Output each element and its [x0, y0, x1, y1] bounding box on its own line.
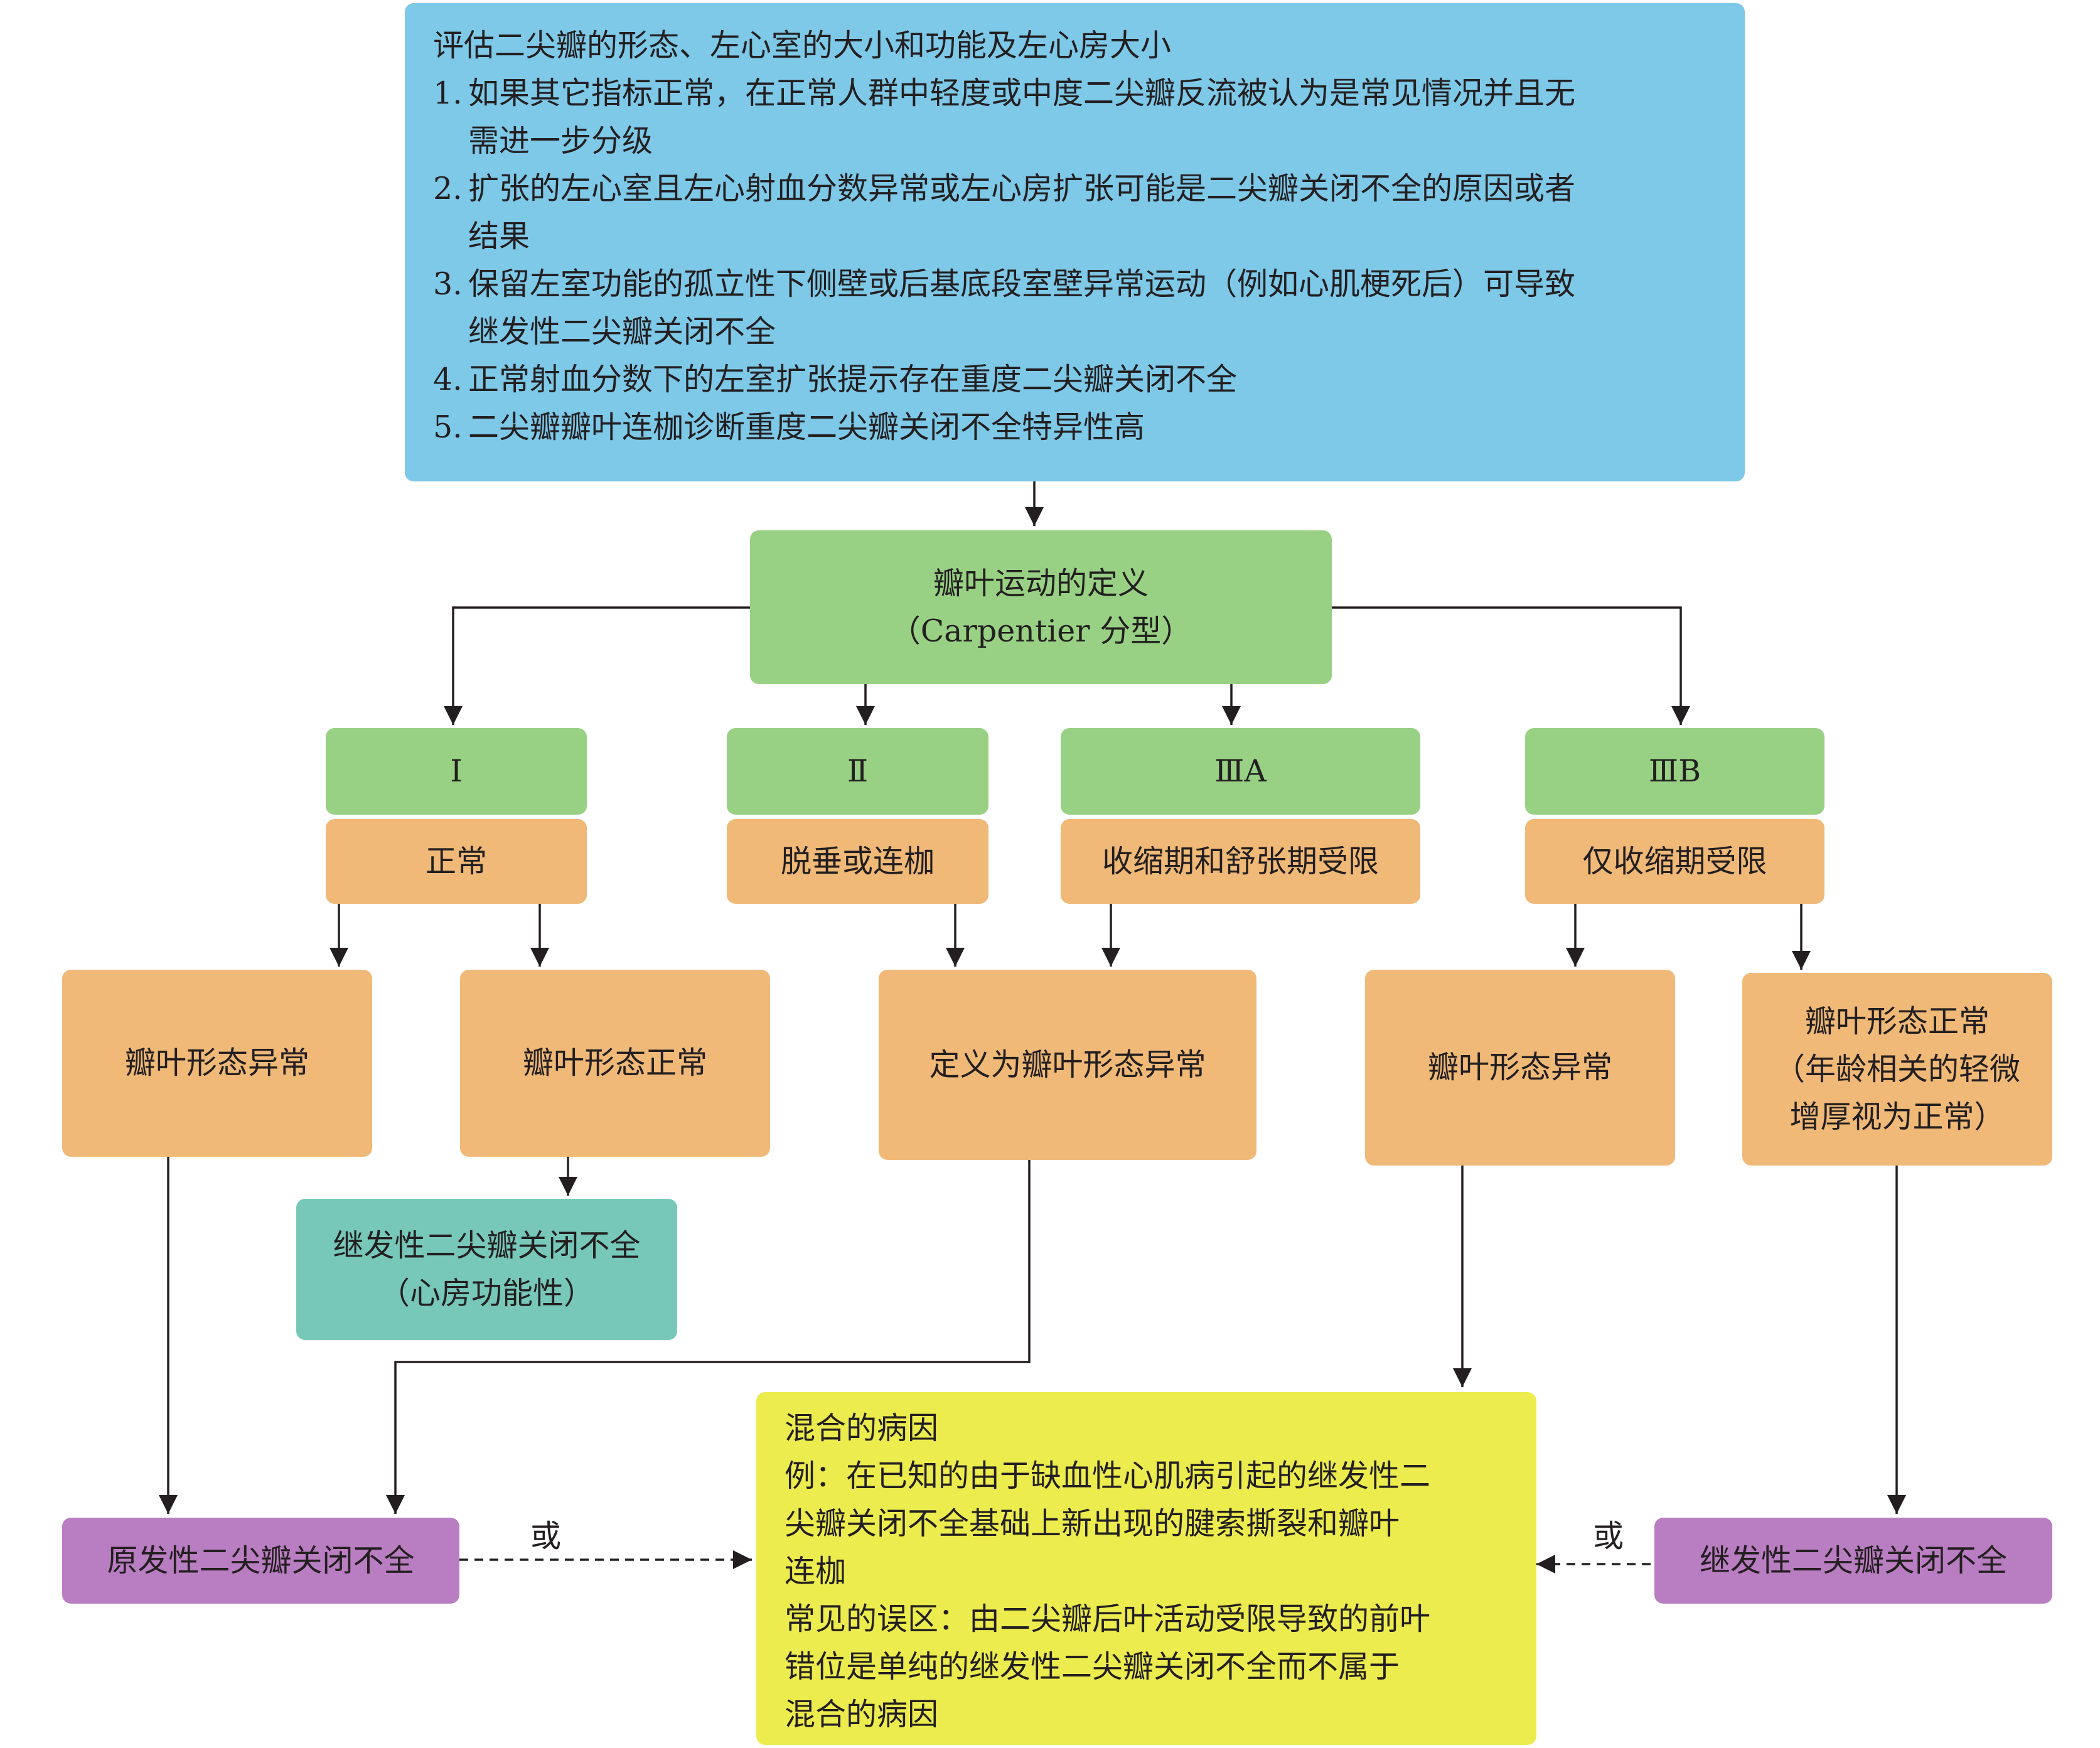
assessment-item: 3.保留左室功能的孤立性下侧壁或后基底段室壁异常运动（例如心肌梗死后）可导致 [433, 266, 1576, 302]
assessment-box: 评估二尖瓣的形态、左心室的大小和功能及左心房大小 1.如果其它指标正常，在正常人… [405, 3, 1745, 481]
assessment-title: 评估二尖瓣的形态、左心室的大小和功能及左心房大小 [433, 28, 1172, 63]
type-ii-desc: 脱垂或连枷 [727, 819, 988, 904]
mixed-etiology-box: 混合的病因 例：在已知的由于缺血性心肌病引起的继发性二 尖瓣关闭不全基础上新出现… [756, 1392, 1536, 1745]
type-iiib-abnormal-box: 瓣叶形态异常 [1365, 970, 1675, 1166]
definition-title: 瓣叶运动的定义 [933, 565, 1149, 601]
or-label-right: 或 [1593, 1518, 1624, 1554]
type-i-normal-box: 瓣叶形态正常 [460, 970, 770, 1157]
type-iiia-label: ⅢA [1061, 728, 1420, 815]
assessment-item-continued: 需进一步分级 [468, 123, 653, 159]
primary-mr-box: 原发性二尖瓣关闭不全 [62, 1518, 459, 1604]
assessment-item: 1.如果其它指标正常，在正常人群中轻度或中度二尖瓣反流被认为是常见情况并且无 [433, 75, 1576, 111]
definition-box: 瓣叶运动的定义 （Carpentier 分型） [750, 530, 1332, 684]
assessment-item-continued: 结果 [468, 218, 530, 254]
or-label-left: 或 [530, 1518, 562, 1554]
type-i-desc: 正常 [326, 819, 587, 904]
assessment-item: 2.扩张的左心室且左心射血分数异常或左心房扩张可能是二尖瓣关闭不全的原因或者 [433, 171, 1576, 206]
type-ii-label: Ⅱ [727, 728, 988, 815]
definition-subtitle: （Carpentier 分型） [889, 613, 1192, 649]
type-ii-iiia-abnormal-box: 定义为瓣叶形态异常 [879, 970, 1256, 1160]
secondary-mr-box: 继发性二尖瓣关闭不全 [1654, 1518, 2052, 1604]
assessment-item: 5.二尖瓣瓣叶连枷诊断重度二尖瓣关闭不全特异性高 [433, 409, 1145, 445]
assessment-item: 4.正常射血分数下的左室扩张提示存在重度二尖瓣关闭不全 [433, 362, 1238, 397]
type-iiib-normal-box: 瓣叶形态正常 （年龄相关的轻微 增厚视为正常） [1742, 973, 2052, 1166]
type-i-label: Ⅰ [326, 728, 587, 815]
assessment-item-continued: 继发性二尖瓣关闭不全 [468, 314, 776, 350]
type-iiib-desc: 仅收缩期受限 [1525, 819, 1824, 904]
atrial-functional-box: 继发性二尖瓣关闭不全 （心房功能性） [296, 1199, 677, 1340]
type-iiib-label: ⅢB [1525, 728, 1824, 815]
type-iiia-desc: 收缩期和舒张期受限 [1061, 819, 1420, 904]
type-i-abnormal-box: 瓣叶形态异常 [62, 970, 372, 1157]
